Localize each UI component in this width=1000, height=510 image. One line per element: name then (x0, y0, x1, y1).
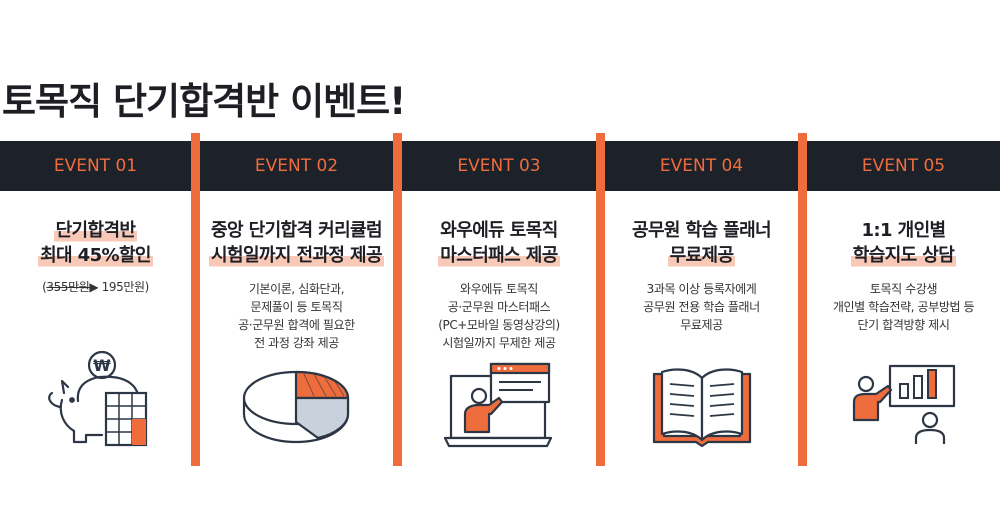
description-line: 기본이론, 심화단과, (248, 282, 345, 296)
event-description: 토목직 수강생 개인별 학습전략, 공부방법 등 단기 합격방향 제시 (807, 280, 1000, 334)
price-sale: ▶ 195만원) (89, 280, 149, 294)
event-title-line: 시험일까지 전과정 제공 (209, 243, 384, 268)
description-line: 토목직 수강생 (869, 282, 938, 296)
event-title: 단기합격반 최대 45%할인 (0, 218, 191, 268)
price-original: 355만원 (46, 280, 90, 294)
description-line: 전 과정 강좌 제공 (254, 336, 339, 350)
event-title: 중앙 단기합격 커리큘럼 시험일까지 전과정 제공 (200, 218, 393, 268)
open-book-icon (652, 368, 752, 448)
description-line: 문제풀이 등 토목직 (250, 300, 343, 314)
event-label: EVENT 04 (659, 156, 744, 176)
page-headline: 토목직 단기합격반 이벤트! (2, 80, 406, 123)
event-title-line: 무료제공 (667, 243, 736, 268)
event-title-line: 학습지도 상담 (850, 243, 957, 268)
event-title-line: 최대 45%할인 (38, 243, 153, 268)
column-divider (191, 133, 200, 466)
event-description: 3과목 이상 등록자에게 공무원 전용 학습 플래너 무료제공 (605, 280, 798, 334)
event-label: EVENT 02 (254, 156, 339, 176)
event-description: 기본이론, 심화단과, 문제풀이 등 토목직 공·군무원 합격에 필요한 전 과… (200, 280, 393, 352)
event-label: EVENT 03 (457, 156, 541, 176)
online-lecture-icon (443, 362, 553, 448)
description-line: 3과목 이상 등록자에게 (646, 282, 757, 296)
description-line: 공무원 전용 학습 플래너 (643, 300, 760, 314)
event-label: EVENT 05 (861, 156, 946, 176)
event-title-line: 중앙 단기합격 커리큘럼 (211, 220, 383, 241)
event-description: 와우에듀 토목직 공·군무원 마스터패스 (PC+모바일 동영상강의) 시험일까… (402, 280, 596, 352)
event-header-bar (0, 141, 1000, 191)
svg-text:₩: ₩ (93, 356, 111, 375)
description-line: 개인별 학습전략, 공부방법 등 (832, 300, 975, 314)
event-01-card: EVENT 01 단기합격반 최대 45%할인 (355만원▶ 195만원) (0, 141, 191, 471)
price-prefix: ( (42, 280, 47, 294)
pie-chart-icon (242, 370, 350, 444)
event-title-line: 와우에듀 토목직 (440, 220, 558, 241)
event-label: EVENT 01 (53, 156, 138, 176)
description-line: 무료제공 (680, 318, 723, 332)
description-line: 공·군무원 합격에 필요한 (238, 318, 355, 332)
description-line: (PC+모바일 동영상강의) (438, 318, 560, 332)
event-04-card: EVENT 04 공무원 학습 플래너 무료제공 3과목 이상 등록자에게 공무… (605, 141, 798, 471)
column-divider (393, 133, 402, 466)
event-title: 와우에듀 토목직 마스터패스 제공 (402, 218, 596, 268)
description-line: 시험일까지 무제한 제공 (442, 336, 556, 350)
event-title: 1:1 개인별 학습지도 상담 (807, 218, 1000, 268)
piggy-bank-calculator-icon: ₩ (48, 350, 148, 447)
column-divider (596, 133, 605, 466)
description-line: 공·군무원 마스터패스 (447, 300, 551, 314)
event-title-line: 1:1 개인별 (861, 220, 947, 241)
event-title-line: 단기합격반 (53, 218, 138, 243)
column-divider (798, 133, 807, 466)
event-price: (355만원▶ 195만원) (0, 278, 191, 296)
event-title: 공무원 학습 플래너 무료제공 (605, 218, 798, 268)
event-03-card: EVENT 03 와우에듀 토목직 마스터패스 제공 와우에듀 토목직 공·군무… (402, 141, 596, 471)
consulting-presentation-icon (852, 364, 956, 444)
event-title-line: 마스터패스 제공 (438, 243, 560, 268)
description-line: 단기 합격방향 제시 (857, 318, 950, 332)
event-05-card: EVENT 05 1:1 개인별 학습지도 상담 토목직 수강생 개인별 학습전… (807, 141, 1000, 471)
event-02-card: EVENT 02 중앙 단기합격 커리큘럼 시험일까지 전과정 제공 기본이론,… (200, 141, 393, 471)
description-line: 와우에듀 토목직 (460, 282, 538, 296)
event-title-line: 공무원 학습 플래너 (631, 220, 772, 241)
